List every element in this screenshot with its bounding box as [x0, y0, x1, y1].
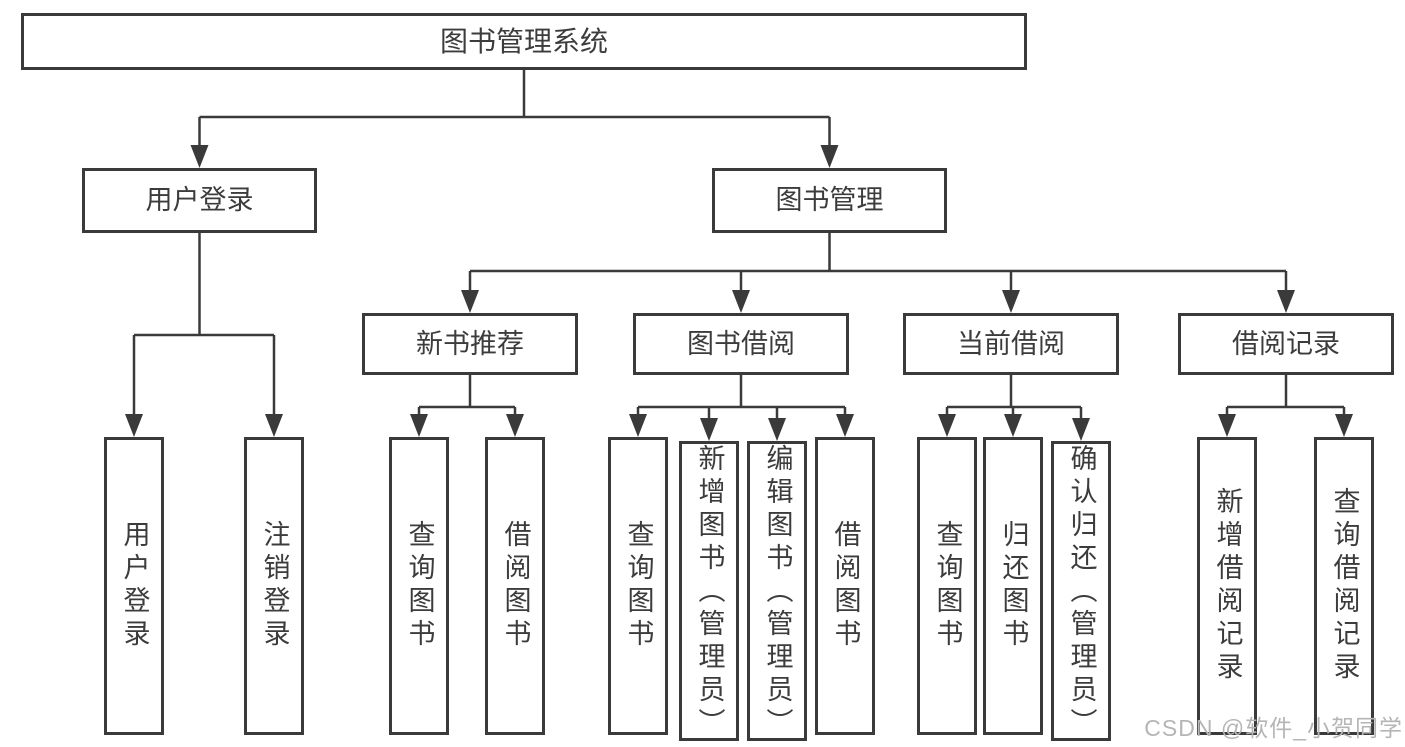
node-current-borrow: 当前借阅 [903, 313, 1119, 375]
leaf-borrow-books: 借阅图书 [815, 437, 875, 735]
node-borrow-records: 借阅记录 [1178, 313, 1394, 375]
leaf-query-books-recommend: 查询图书 [389, 437, 449, 735]
leaf-edit-book-admin: 编辑图书（管理员） [747, 441, 807, 741]
node-book-borrow: 图书借阅 [633, 313, 849, 375]
leaf-query-borrow-record: 查询借阅记录 [1314, 437, 1374, 735]
csdn-watermark: CSDN @软件_小贺同学 [1144, 715, 1403, 741]
node-new-book-recommend: 新书推荐 [362, 313, 578, 375]
leaf-borrow-books-recommend: 借阅图书 [485, 437, 545, 735]
leaf-query-books-current: 查询图书 [917, 437, 977, 735]
leaf-add-book-admin: 新增图书（管理员） [679, 441, 739, 741]
leaf-query-books-borrow: 查询图书 [608, 437, 668, 735]
leaf-user-login: 用户登录 [104, 437, 164, 735]
node-root: 图书管理系统 [21, 13, 1027, 70]
arrowheads [125, 145, 1353, 441]
leaf-return-book: 归还图书 [983, 437, 1043, 735]
leaf-logout: 注销登录 [244, 437, 304, 735]
leaf-add-borrow-record: 新增借阅记录 [1197, 437, 1257, 735]
leaf-confirm-return-admin: 确认归还（管理员） [1051, 441, 1111, 741]
node-user-login-module: 用户登录 [82, 168, 317, 233]
node-book-management-module: 图书管理 [712, 168, 947, 233]
